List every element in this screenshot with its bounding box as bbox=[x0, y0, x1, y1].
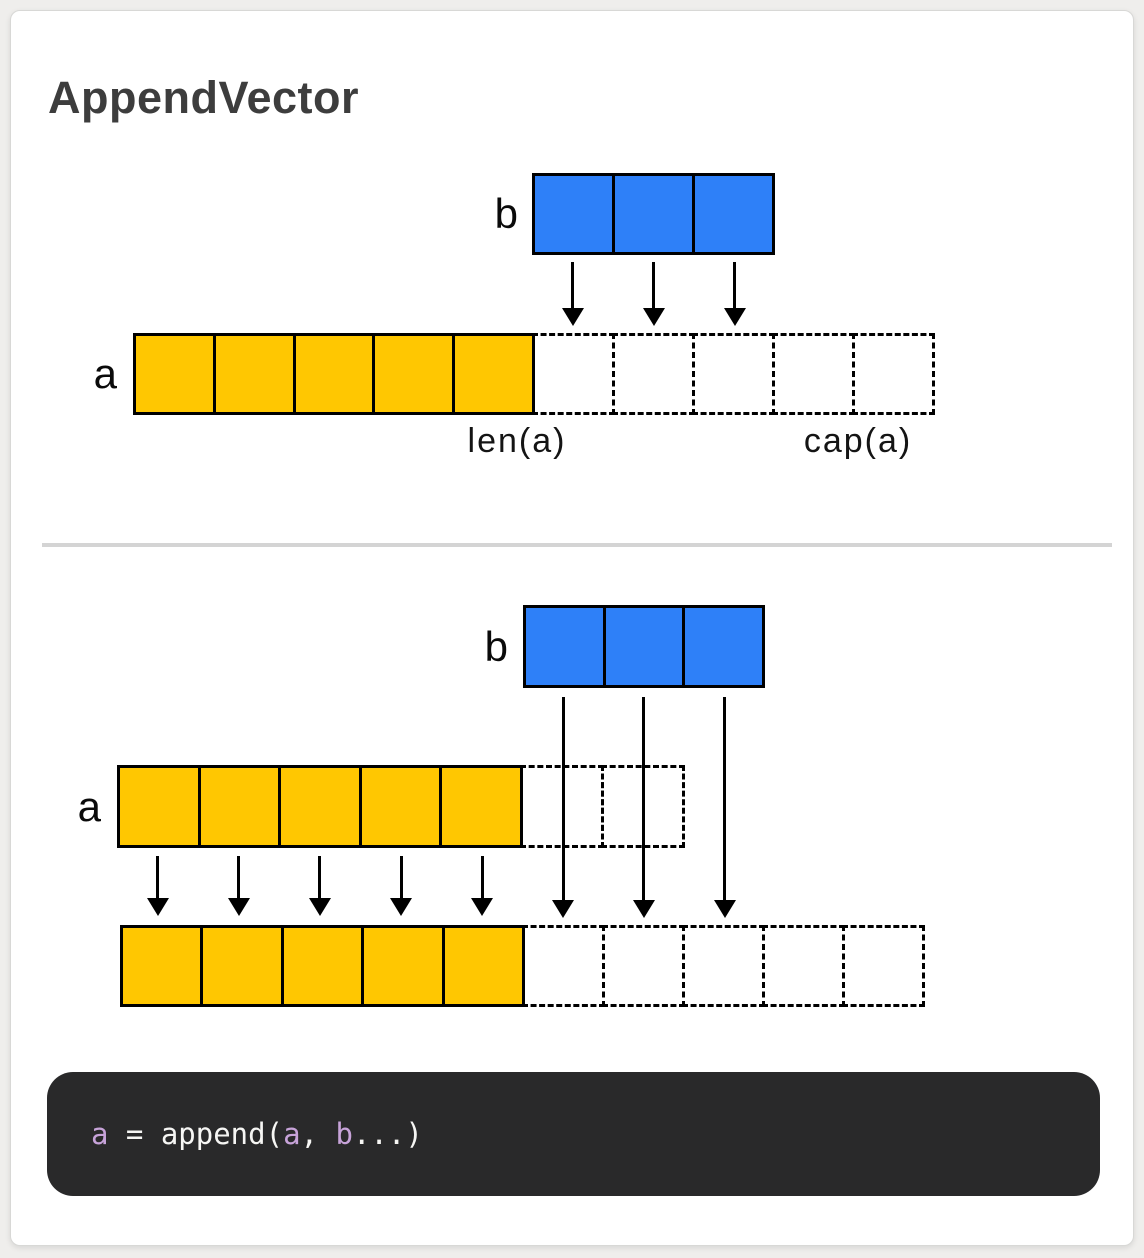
result-empty-cell bbox=[682, 925, 765, 1007]
a-array-filled bbox=[133, 333, 535, 415]
result-cell bbox=[361, 925, 445, 1007]
down-arrow bbox=[551, 697, 575, 918]
b-cell bbox=[602, 605, 686, 688]
down-arrow bbox=[470, 856, 494, 916]
a-empty-cell bbox=[692, 333, 775, 415]
b-array-label: b bbox=[484, 622, 508, 670]
a-cell bbox=[197, 765, 282, 848]
code-token-plain: = append( bbox=[108, 1117, 284, 1151]
page-title: AppendVector bbox=[48, 72, 360, 123]
a-empty-cell bbox=[852, 333, 935, 415]
a-array-label: a bbox=[93, 350, 117, 397]
b-cell bbox=[532, 173, 615, 255]
a-cell bbox=[439, 765, 523, 848]
b-cell bbox=[523, 605, 606, 688]
a-empty-cell bbox=[772, 333, 855, 415]
down-arrow bbox=[308, 856, 332, 916]
b-cell bbox=[692, 173, 775, 255]
code-block: a = append(a, b...) bbox=[47, 1072, 1100, 1196]
len-label: len(a) bbox=[467, 422, 567, 460]
result-empty-cell bbox=[842, 925, 925, 1007]
result-cell bbox=[200, 925, 284, 1007]
result-empty-cell bbox=[602, 925, 685, 1007]
down-arrow bbox=[561, 262, 585, 326]
a-cell bbox=[358, 765, 443, 848]
result-empty-cell bbox=[522, 925, 605, 1007]
a-cell bbox=[292, 333, 376, 415]
a-empty-cell bbox=[612, 333, 695, 415]
result-cell bbox=[441, 925, 526, 1007]
result-cell bbox=[120, 925, 204, 1007]
result-empty-cell bbox=[762, 925, 845, 1007]
down-arrow bbox=[713, 697, 737, 918]
a-array-filled bbox=[117, 765, 523, 848]
down-arrow bbox=[389, 856, 413, 916]
result-array-filled bbox=[120, 925, 526, 1007]
down-arrow bbox=[146, 856, 170, 916]
code-token-var: a bbox=[91, 1117, 109, 1151]
a-cell bbox=[372, 333, 456, 415]
b-array bbox=[532, 173, 775, 255]
code-token-var: a bbox=[283, 1117, 301, 1151]
b-cell bbox=[612, 173, 695, 255]
down-arrow bbox=[632, 697, 656, 918]
code-line: a = append(a, b...) bbox=[91, 1117, 423, 1151]
a-array-label: a bbox=[77, 782, 101, 830]
a-cell bbox=[133, 333, 216, 415]
a-cell bbox=[278, 765, 362, 848]
a-to-result-arrows bbox=[117, 856, 523, 916]
result-array-empty bbox=[522, 925, 925, 1007]
code-token-plain: ...) bbox=[352, 1117, 423, 1151]
b-cell bbox=[682, 605, 766, 688]
code-token-var: b bbox=[335, 1117, 353, 1151]
a-cell bbox=[117, 765, 201, 848]
code-token-plain: , bbox=[300, 1117, 336, 1151]
cap-label: cap(a) bbox=[803, 422, 913, 460]
a-array-empty bbox=[532, 333, 935, 415]
result-cell bbox=[280, 925, 365, 1007]
b-array-label: b bbox=[494, 190, 518, 237]
b-to-a-arrows bbox=[532, 262, 775, 326]
b-array bbox=[523, 605, 766, 688]
down-arrow bbox=[642, 262, 666, 326]
section-divider bbox=[42, 543, 1112, 547]
a-empty-cell bbox=[532, 333, 615, 415]
down-arrow bbox=[723, 262, 747, 326]
down-arrow bbox=[227, 856, 251, 916]
a-cell bbox=[452, 333, 535, 415]
b-to-result-arrows bbox=[523, 697, 765, 918]
a-cell bbox=[212, 333, 296, 415]
